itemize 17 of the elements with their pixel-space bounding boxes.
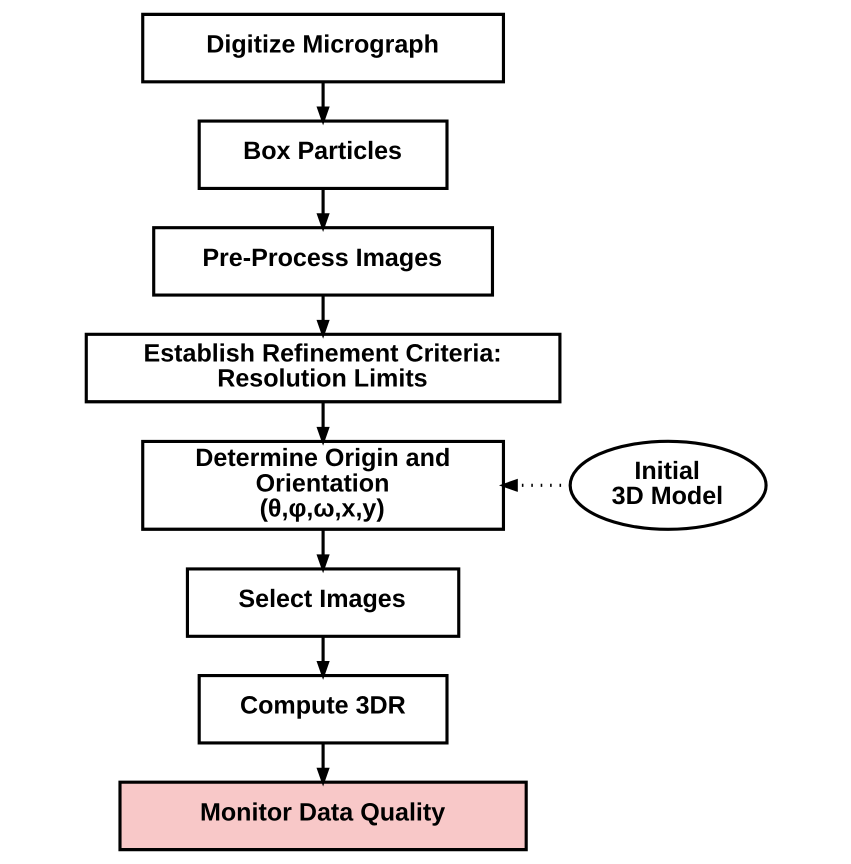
node-box: Compute 3DR: [197, 674, 448, 745]
node-box: Monitor Data Quality: [118, 780, 528, 852]
arrow: [316, 529, 330, 574]
node-ellipse: Initial 3D Model: [568, 440, 768, 531]
node-box: Determine Origin and Orientation (θ,φ,ω,x,y): [140, 440, 505, 531]
node-box: Select Images: [185, 567, 460, 638]
arrow: [316, 295, 330, 339]
arrow: [316, 743, 330, 787]
node-box: Pre-Process Images: [152, 226, 494, 297]
arrow: [316, 188, 330, 232]
arrow: [498, 478, 570, 492]
arrow: [316, 636, 330, 680]
node-box: Digitize Micrograph: [140, 12, 505, 84]
node-box: Box Particles: [197, 119, 448, 190]
arrow: [316, 82, 330, 126]
node-box: Establish Refinement Criteria: Resolution Limits: [84, 332, 561, 404]
arrow: [316, 402, 330, 446]
